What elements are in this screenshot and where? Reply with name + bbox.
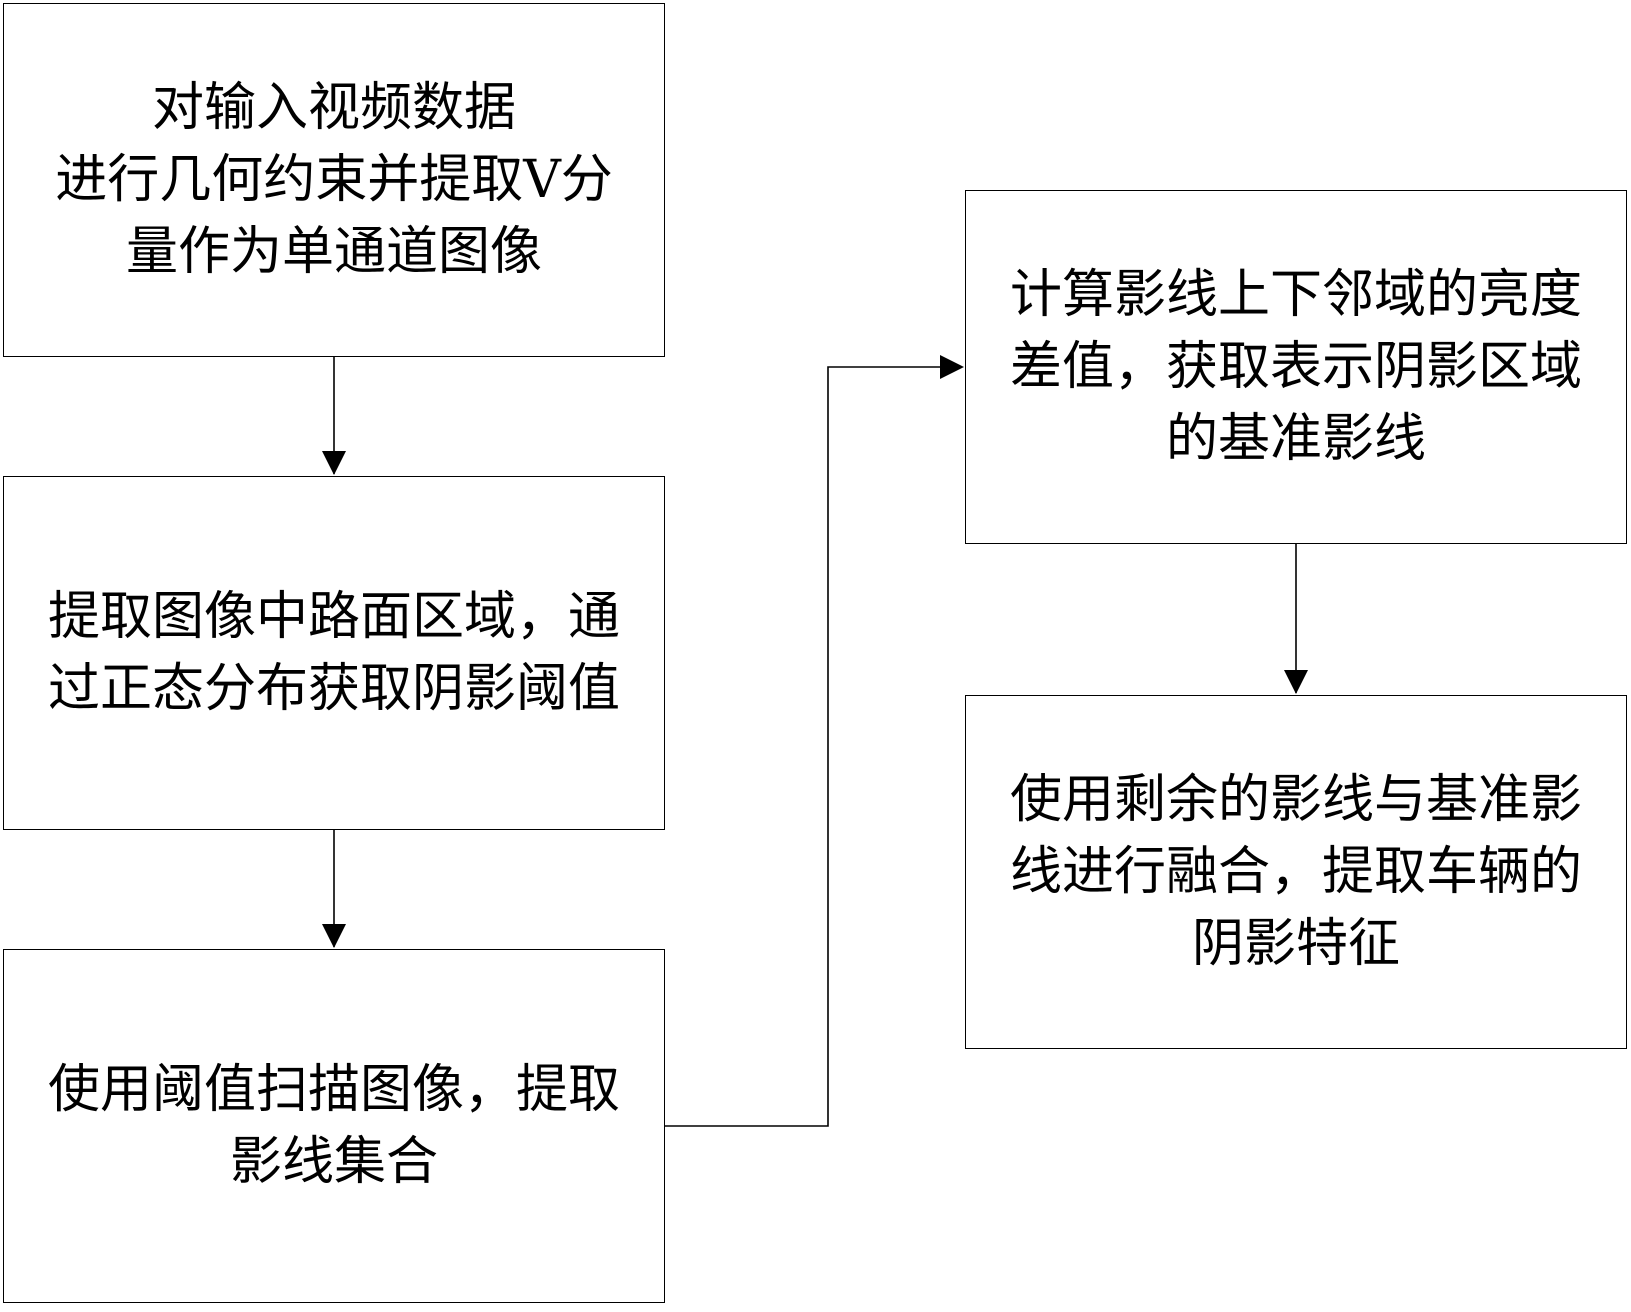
step-2-line-1: 提取图像中路面区域，通 [48, 581, 620, 653]
step-3-line-2: 影线集合 [230, 1126, 438, 1198]
arrowhead-step1-to-step2 [322, 451, 346, 475]
step-5-line-2: 线进行融合，提取车辆的 [1010, 836, 1582, 908]
step-4-line-3: 的基准影线 [1166, 403, 1426, 475]
process-step-4: 计算影线上下邻域的亮度 差值，获取表示阴影区域 的基准影线 [965, 190, 1627, 544]
step-5-line-1: 使用剩余的影线与基准影 [1010, 764, 1582, 836]
process-step-3: 使用阈值扫描图像，提取 影线集合 [3, 949, 665, 1303]
arrow-step3-to-step4 [665, 367, 960, 1126]
process-step-1: 对输入视频数据 进行几何约束并提取V分 量作为单通道图像 [3, 3, 665, 357]
step-1-line-2: 进行几何约束并提取V分 [55, 144, 613, 216]
step-1-line-1: 对输入视频数据 [152, 72, 516, 144]
step-5-line-3: 阴影特征 [1192, 908, 1400, 980]
arrowhead-step3-to-step4 [940, 355, 964, 379]
step-4-line-1: 计算影线上下邻域的亮度 [1010, 259, 1582, 331]
step-3-line-1: 使用阈值扫描图像，提取 [48, 1054, 620, 1126]
arrowhead-step2-to-step3 [322, 924, 346, 948]
process-step-5: 使用剩余的影线与基准影 线进行融合，提取车辆的 阴影特征 [965, 695, 1627, 1049]
step-4-line-2: 差值，获取表示阴影区域 [1010, 331, 1582, 403]
step-1-line-3: 量作为单通道图像 [126, 216, 542, 288]
process-step-2: 提取图像中路面区域，通 过正态分布获取阴影阈值 [3, 476, 665, 830]
step-2-line-2: 过正态分布获取阴影阈值 [48, 653, 620, 725]
arrowhead-step4-to-step5 [1284, 670, 1308, 694]
